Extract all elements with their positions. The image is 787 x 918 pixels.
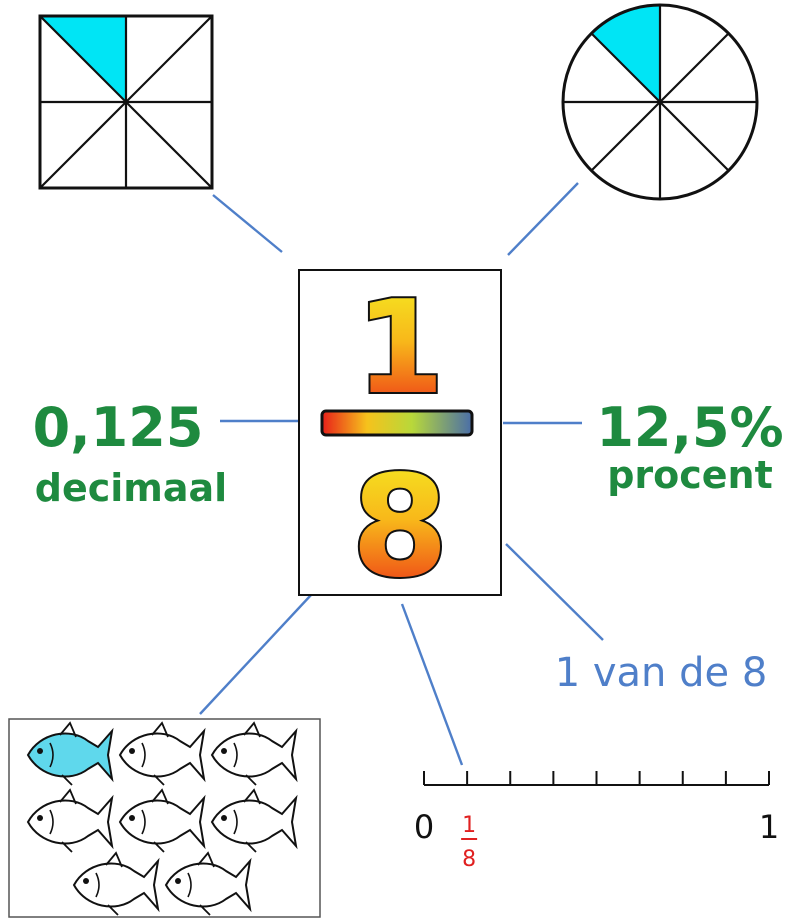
- fish: [164, 851, 252, 916]
- link-square: [212, 194, 283, 253]
- fish: [210, 721, 298, 786]
- square-dividers: [39, 15, 213, 189]
- percent-label: procent: [607, 453, 773, 497]
- number-line: 0 1 1 8: [414, 771, 779, 872]
- fish-model: [8, 718, 321, 918]
- fish: [72, 851, 160, 916]
- link-circle: [507, 182, 579, 256]
- fraction-denominator: 8: [351, 446, 448, 609]
- marker-denominator: 8: [462, 847, 476, 872]
- fish: [118, 788, 206, 853]
- fraction-bar: [320, 409, 474, 437]
- fish: [118, 721, 206, 786]
- fish: [210, 788, 298, 853]
- decimal-label: decimaal: [35, 466, 227, 510]
- connector-lines: [199, 182, 604, 766]
- decimal-value: 0,125: [33, 396, 204, 459]
- circle-model: [561, 3, 759, 201]
- fish: [26, 788, 114, 853]
- link-words: [505, 543, 604, 641]
- circle-dividers: [563, 5, 757, 199]
- fraction-card: 1 8: [298, 269, 502, 611]
- link-fish: [199, 594, 312, 715]
- circle-shaded-slice: [591, 4, 660, 102]
- link-number-line: [400, 603, 464, 766]
- number-line-start-label: 0: [414, 808, 434, 846]
- number-line-end-label: 1: [759, 808, 779, 846]
- percent-value: 12,5%: [596, 396, 783, 459]
- number-line-marker: 1 8: [461, 813, 478, 872]
- fraction-numerator: 1: [355, 274, 444, 423]
- square-model: [38, 14, 214, 190]
- fish-highlighted: [26, 721, 114, 786]
- fraction-in-words: 1 van de 8: [555, 650, 768, 696]
- fish-group: [26, 721, 298, 916]
- marker-numerator: 1: [462, 813, 476, 838]
- number-line-ticks: [423, 771, 770, 785]
